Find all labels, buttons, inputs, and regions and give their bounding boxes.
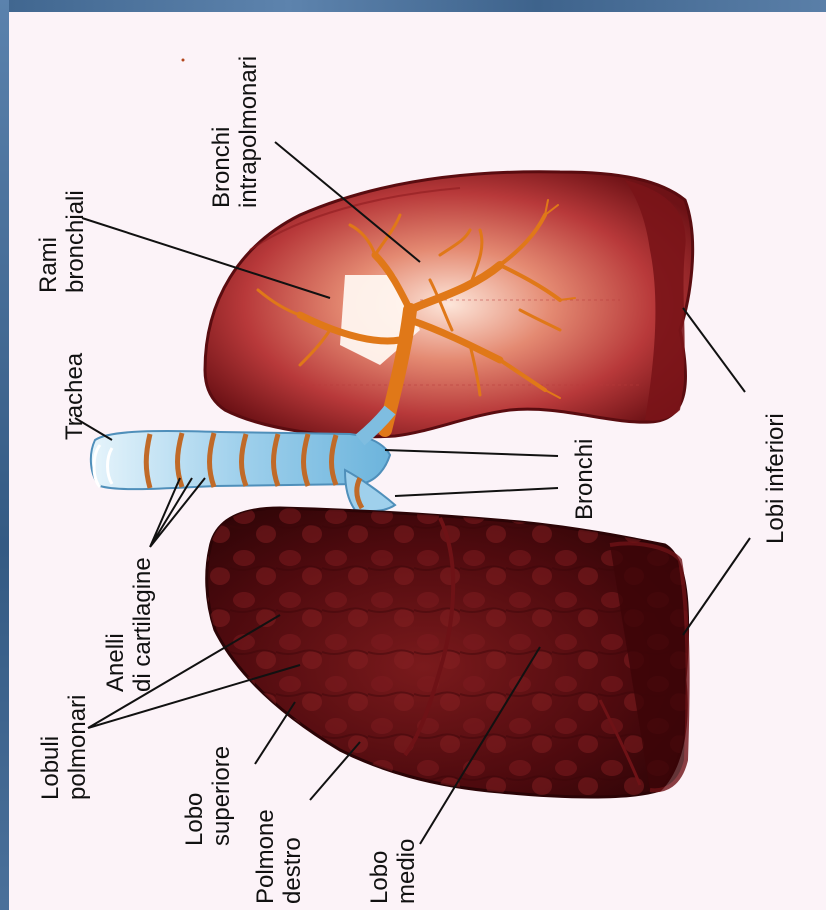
label-bronchi: Bronchi [571,439,598,520]
window-frame-left [0,0,9,910]
lower-lung [207,508,688,797]
label-trachea: Trachea [61,353,88,440]
window-frame-top [0,0,826,12]
lungs-illustration [9,12,826,910]
label-lobi-inferiori: Lobi inferiori [762,413,789,544]
